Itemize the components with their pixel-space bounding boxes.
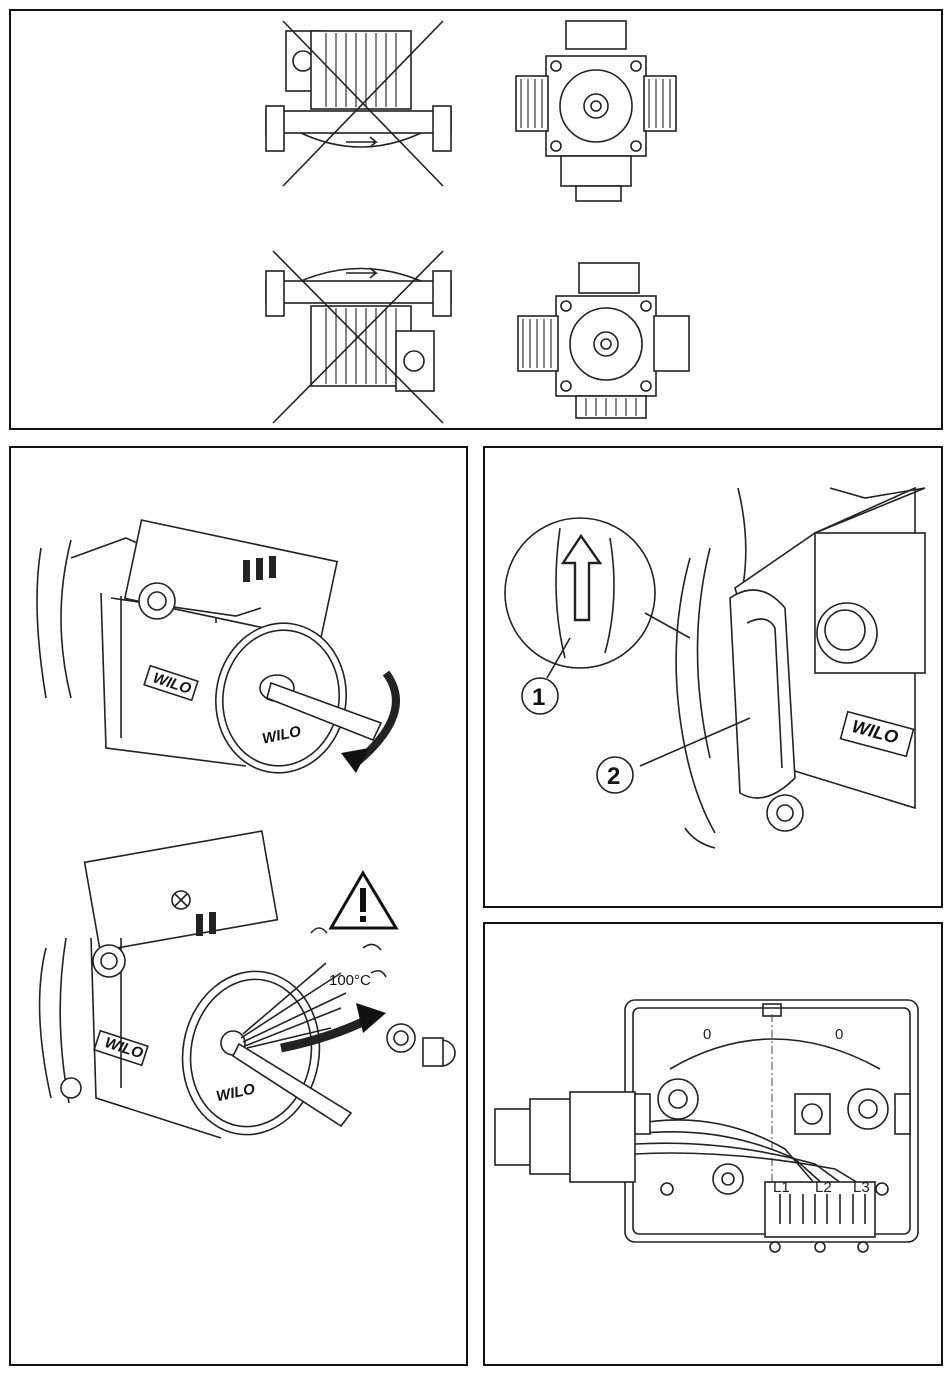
terminal-box-panel: 0 0 L1 L2 L3 bbox=[483, 922, 943, 1366]
zero-mark-left: 0 bbox=[703, 1026, 711, 1043]
venting-figure: WILO WILO bbox=[11, 448, 470, 1368]
mounting-positions-figure bbox=[11, 11, 945, 432]
callout-1-label: 1 bbox=[532, 684, 545, 711]
zero-mark-right: 0 bbox=[835, 1026, 843, 1043]
terminal-l3: L3 bbox=[853, 1179, 870, 1196]
motor-unscrew-view: WILO WILO bbox=[37, 520, 396, 781]
pump-front-view-upper bbox=[516, 21, 676, 201]
motor-vent-view: WILO WILO 100°C bbox=[40, 831, 455, 1146]
venting-panel: WILO WILO bbox=[9, 446, 468, 1366]
pump-front-view-lower bbox=[518, 263, 689, 418]
terminal-l2: L2 bbox=[815, 1179, 832, 1196]
flow-direction-figure: WILO 1 2 bbox=[485, 448, 945, 910]
terminal-box-figure: 0 0 L1 L2 L3 bbox=[485, 924, 945, 1368]
terminal-l1: L1 bbox=[773, 1179, 790, 1196]
callout-2-label: 2 bbox=[607, 763, 620, 790]
pump-side-view-upper bbox=[266, 21, 451, 186]
mounting-positions-panel bbox=[9, 9, 943, 430]
flow-direction-panel: WILO 1 2 bbox=[483, 446, 943, 908]
hot-water-temperature-label: 100°C bbox=[329, 972, 371, 989]
warning-triangle-icon bbox=[331, 873, 396, 928]
pump-side-view-lower bbox=[266, 251, 451, 423]
